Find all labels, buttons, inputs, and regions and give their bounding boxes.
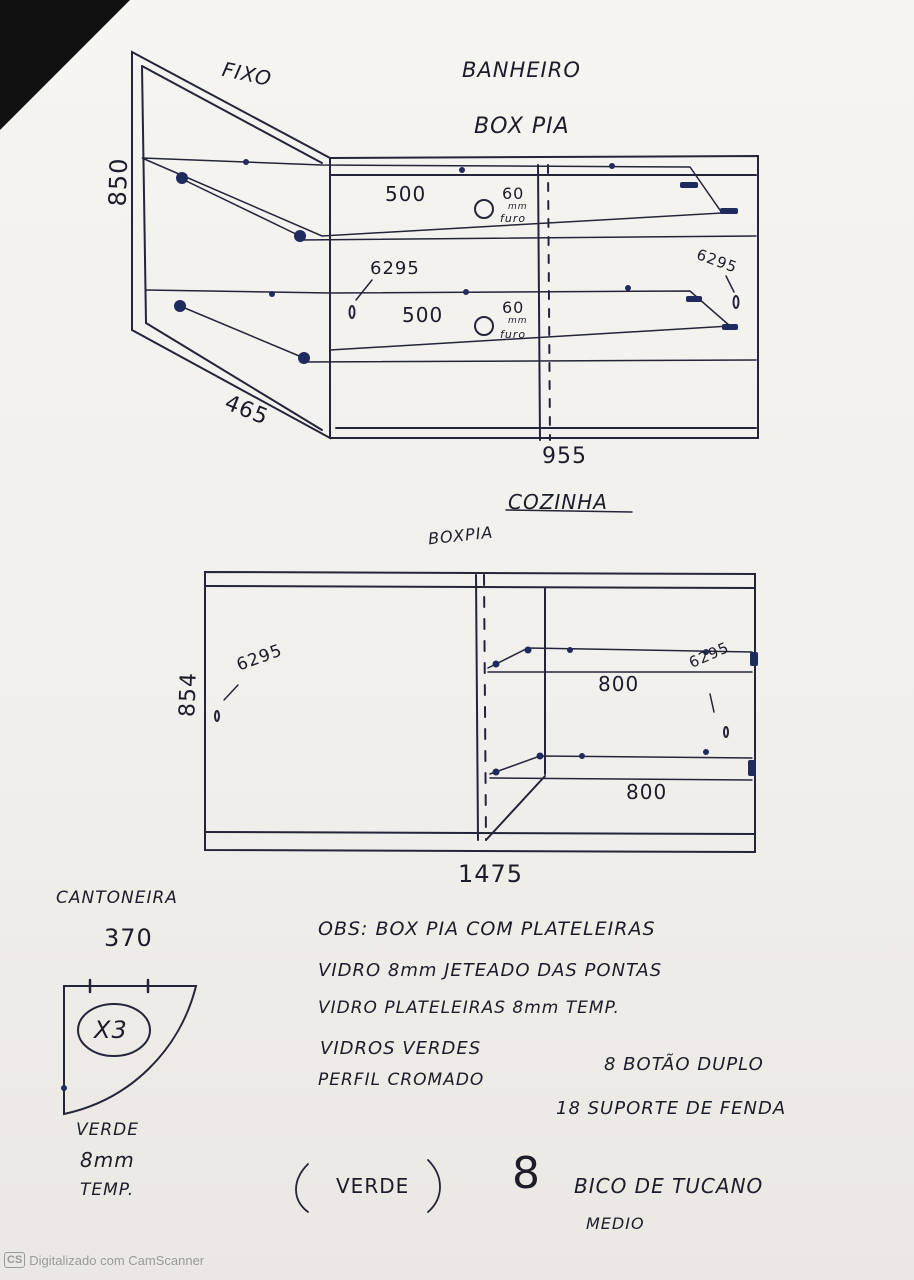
obs-color: VERDE (336, 1174, 410, 1198)
bathroom-hole-2-size: 60 (502, 298, 525, 317)
dim-leader-left (355, 279, 373, 301)
bathroom-subtitle: BOX PIA (474, 114, 570, 139)
shelf-1-front (299, 235, 757, 241)
bathroom-box-drawing (131, 50, 759, 441)
cantoneira-sketch (63, 978, 441, 1213)
bathroom-hole-1-unit: mm (508, 202, 528, 212)
kitchen-title: COZINHA (508, 490, 608, 514)
paren-left (295, 1163, 309, 1213)
paren-right (427, 1159, 441, 1213)
cantoneira-shape (63, 985, 198, 1116)
kitchen-width: 1475 (458, 860, 524, 888)
obs-qty-3: 8 (512, 1148, 541, 1199)
cozinha-underline (505, 509, 633, 513)
fixed-panel-inner-frame (141, 65, 323, 431)
shelf-1-edge (179, 177, 301, 237)
obs-line-2: VIDRO 8mm JETEADO DAS PONTAS (318, 960, 663, 981)
cantoneira-note-color: VERDE (76, 1120, 140, 1140)
shelf-2-outline (145, 289, 732, 351)
fixed-panel-inner-top (141, 65, 323, 164)
bathroom-shelf-2-length: 500 (402, 303, 444, 327)
shelf-2-edge (179, 305, 305, 359)
front-panel-outline (329, 154, 759, 439)
door-divider-2 (547, 164, 551, 441)
obs-line-4: VIDROS VERDES (320, 1038, 482, 1059)
fixed-panel-outline (131, 50, 331, 440)
obs-item-button: 8 BOTÃO DUPLO (604, 1054, 764, 1075)
cantoneira-qty: X3 (94, 1016, 128, 1044)
kitchen-shelf-2-back (489, 755, 753, 775)
bathroom-width: 955 (542, 444, 587, 469)
hardware-dots (61, 159, 758, 1091)
cantoneira-label: CANTONEIRA (56, 888, 178, 908)
camscanner-footer: CS Digitalizado com CamScanner (4, 1252, 204, 1268)
kitchen-side-diagonal (485, 775, 546, 841)
cantoneira-note-temp: TEMP. (80, 1180, 135, 1200)
kitchen-inner-top (204, 585, 756, 589)
qty-circle (77, 1003, 151, 1057)
shelf-1-outline (141, 157, 724, 237)
obs-item-support: 18 SUPORTE DE FENDA (556, 1098, 787, 1119)
hole-circle-2 (474, 316, 494, 336)
kitchen-shelf-2-length: 800 (626, 780, 668, 804)
kitchen-inner-bottom (204, 831, 756, 835)
bathroom-hole-2-note: furo (500, 328, 527, 341)
bathroom-hole-1-size: 60 (502, 184, 525, 203)
kitchen-hole-oval-right (723, 726, 729, 738)
bathroom-title: BANHEIRO (462, 58, 581, 82)
cantoneira-size: 370 (104, 924, 153, 952)
dim-leader-right (725, 275, 735, 293)
bathroom-shelf-1-length: 500 (385, 182, 427, 206)
obs-line-5: PERFIL CROMADO (318, 1070, 485, 1090)
kitchen-shelf-1-length: 800 (598, 672, 640, 696)
scan-corner-shadow (0, 0, 130, 130)
bathroom-hole-1-note: furo (500, 212, 527, 225)
obs-line-1: OBS: BOX PIA COM PLATELEIRAS (318, 918, 656, 940)
kitchen-hole-oval-left (214, 710, 220, 722)
kitchen-outline (204, 570, 756, 854)
kitchen-dim-leader-right (709, 693, 715, 713)
cantoneira-note-thickness: 8mm (80, 1148, 135, 1172)
camscanner-logo: CS (4, 1252, 26, 1268)
kitchen-height: 854 (175, 671, 202, 718)
obs-item-size: MEDIO (586, 1214, 645, 1233)
bathroom-height: 850 (103, 157, 134, 207)
hole-oval-right (732, 295, 740, 309)
kitchen-dim-leader-left (223, 684, 239, 701)
obs-line-3: VIDRO PLATELEIRAS 8mm TEMP. (318, 998, 620, 1018)
obs-item-bico: BICO DE TUCANO (574, 1174, 764, 1198)
bathroom-dim-left: 6295 (370, 258, 420, 279)
kitchen-divider-2 (483, 574, 487, 841)
hole-circle-1 (474, 199, 494, 219)
cantoneira-marks (88, 978, 150, 994)
door-divider-1 (537, 164, 541, 441)
hole-oval-left (348, 305, 356, 319)
kitchen-shelf-2-front (489, 777, 753, 781)
kitchen-divider-1 (475, 574, 479, 841)
kitchen-box-drawing (204, 509, 756, 854)
camscanner-text: Digitalizado com CamScanner (29, 1252, 205, 1268)
shelf-2-front (303, 359, 757, 363)
bathroom-hole-2-unit: mm (508, 316, 528, 326)
